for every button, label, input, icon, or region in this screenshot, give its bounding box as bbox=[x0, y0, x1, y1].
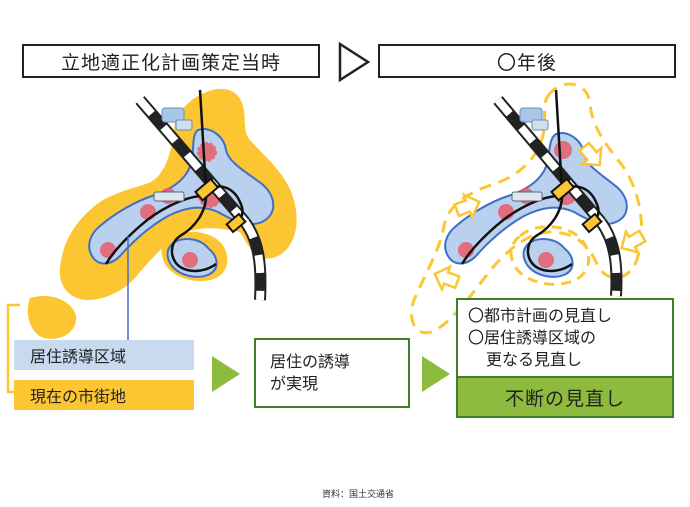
triangle-arrow-icon bbox=[338, 41, 371, 83]
map-after bbox=[409, 82, 648, 335]
legend-current-urban-area: 現在の市街地 bbox=[14, 380, 194, 410]
middle-box-line2: が実現 bbox=[270, 374, 319, 393]
title-box-before: 立地適正化計画策定当時 bbox=[22, 44, 320, 78]
continuous-review-label: 不断の見直し bbox=[504, 387, 625, 410]
title-before-text: 立地適正化計画策定当時 bbox=[60, 51, 281, 74]
review-item-1: 〇都市計画の見直し bbox=[468, 306, 613, 325]
title-after-text: 〇年後 bbox=[496, 51, 557, 74]
map-before bbox=[27, 88, 297, 339]
legend-residential-zone: 居住誘導区域 bbox=[14, 340, 194, 370]
review-item-2: 〇居住誘導区域の bbox=[468, 328, 597, 347]
urban-area-after-dashed bbox=[409, 82, 643, 335]
middle-box-line1: 居住の誘導 bbox=[270, 352, 351, 371]
review-items-box: 〇都市計画の見直し 〇居住誘導区域の 更なる見直し bbox=[456, 298, 674, 378]
middle-result-box: 居住の誘導 が実現 bbox=[254, 338, 410, 408]
arrow-right-1-icon bbox=[212, 356, 240, 392]
bus-icon bbox=[161, 107, 185, 123]
title-box-after: 〇年後 bbox=[378, 44, 676, 78]
train-icon bbox=[153, 191, 185, 202]
legend-current-urban-area-label: 現在の市街地 bbox=[30, 387, 127, 406]
review-item-2-cont: 更なる見直し bbox=[486, 350, 583, 369]
source-caption: 資料：国土交通省 bbox=[322, 490, 395, 500]
continuous-review-box: 不断の見直し bbox=[456, 376, 674, 418]
legend-residential-zone-label: 居住誘導区域 bbox=[30, 347, 127, 366]
arrow-right-2-icon bbox=[422, 356, 450, 392]
